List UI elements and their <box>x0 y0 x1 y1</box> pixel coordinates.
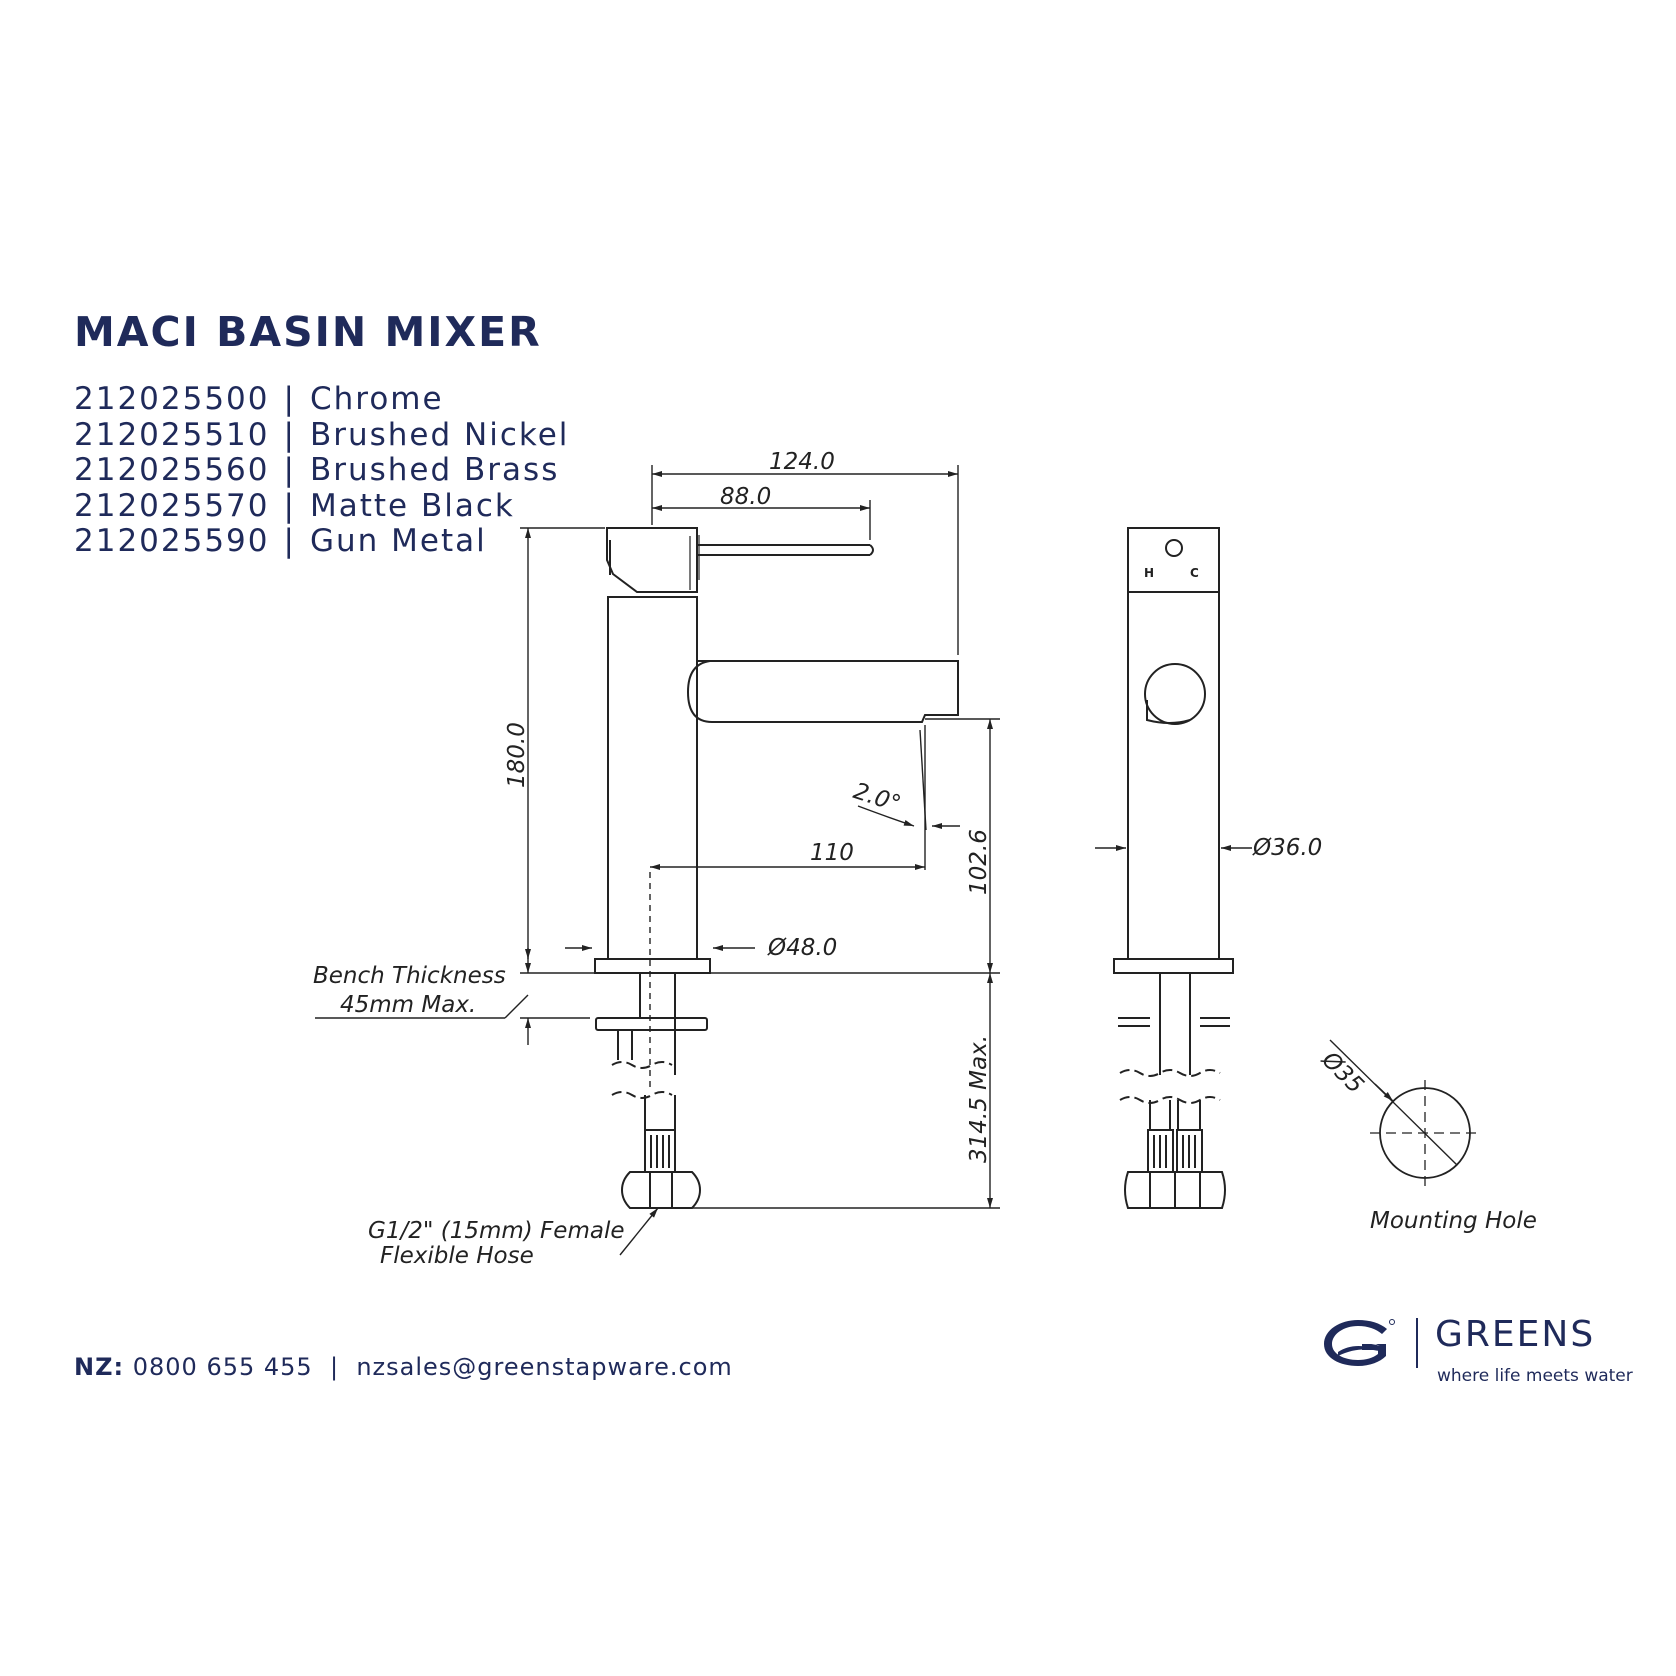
variant-list: 212025500 | Chrome 212025510 | Brushed Nicke… <box>74 381 570 560</box>
brand-name: GREENS <box>1435 1314 1596 1355</box>
variant-separator: | <box>283 487 296 524</box>
hose-label-line2: Flexible Hose <box>380 1243 534 1269</box>
brand-divider <box>1416 1318 1418 1368</box>
hot-label: H <box>1144 566 1155 580</box>
variant-code: 212025570 <box>74 487 270 524</box>
variant-item: 212025560 | Brushed Brass <box>74 452 569 489</box>
dim-height: 180.0 <box>504 722 530 788</box>
handle-body <box>606 527 698 593</box>
variant-finish: Brushed Nickel <box>309 416 570 453</box>
mounting-hole <box>1329 1039 1480 1188</box>
tap-front-view <box>594 527 959 1209</box>
dim-below-bench: 314.5 Max. <box>966 1034 992 1163</box>
dim-spout-reach: 110 <box>810 840 854 866</box>
dim-base-diameter: Ø48.0 <box>768 935 838 961</box>
variant-item: 212025570 | Matte Black <box>74 487 569 525</box>
hose-knurl <box>644 1129 676 1173</box>
variant-finish: Gun Metal <box>309 523 487 559</box>
greens-wave-logo <box>1324 1319 1395 1366</box>
page-title: MACI BASIN MIXER <box>74 308 542 356</box>
variant-separator: | <box>283 416 296 453</box>
brand-tagline: where life meets water <box>1437 1366 1633 1386</box>
variant-finish: Matte Black <box>309 487 515 524</box>
bench-label-line2: 45mm Max. <box>340 992 477 1018</box>
backnut <box>595 1017 708 1031</box>
tap-body <box>607 596 698 960</box>
hose-nut <box>620 1171 702 1209</box>
variant-code: 212025560 <box>74 452 270 488</box>
variant-item: 212025510 | Brushed Nickel <box>74 416 570 454</box>
variant-finish: Chrome <box>309 381 444 417</box>
side-spout <box>1144 663 1206 725</box>
variant-code: 212025510 <box>74 416 270 453</box>
variant-separator: | <box>283 523 296 559</box>
tap-side-view <box>1113 527 1234 1209</box>
front-dimensions <box>315 465 1000 1256</box>
contact-separator: | <box>329 1353 340 1381</box>
contact-phone: 0800 655 455 <box>132 1353 313 1381</box>
variant-item: 212025500 | Chrome <box>74 381 569 418</box>
cold-label: C <box>1190 566 1199 580</box>
variant-code: 212025500 <box>74 381 270 417</box>
bench-label-line1: Bench Thickness <box>313 963 506 989</box>
contact-email[interactable]: nzsales@greenstapware.com <box>356 1353 733 1381</box>
variant-separator: | <box>283 381 296 417</box>
spout <box>686 660 959 723</box>
variant-code: 212025590 <box>74 523 270 559</box>
variant-separator: | <box>283 452 296 488</box>
dim-body-diameter: Ø36.0 <box>1253 835 1323 861</box>
contact-line: NZ: 0800 655 455 | nzsales@greenstapware… <box>74 1353 733 1381</box>
side-body <box>1127 591 1220 960</box>
side-handle <box>1127 527 1220 593</box>
dim-total-width: 124.0 <box>769 449 835 475</box>
variant-item: 212025590 | Gun Metal <box>74 523 569 560</box>
brand-block: GREENS where life meets water <box>1318 1314 1633 1394</box>
contact-region: NZ: <box>74 1353 125 1381</box>
side-flange <box>1113 958 1234 974</box>
dim-spout-height: 102.6 <box>966 829 992 895</box>
variant-finish: Brushed Brass <box>309 452 560 488</box>
dim-lever-length: 88.0 <box>720 484 772 510</box>
base-flange <box>594 958 711 974</box>
hose-label-line1: G1/2" (15mm) Female <box>368 1218 625 1244</box>
mounting-hole-label: Mounting Hole <box>1370 1208 1537 1234</box>
